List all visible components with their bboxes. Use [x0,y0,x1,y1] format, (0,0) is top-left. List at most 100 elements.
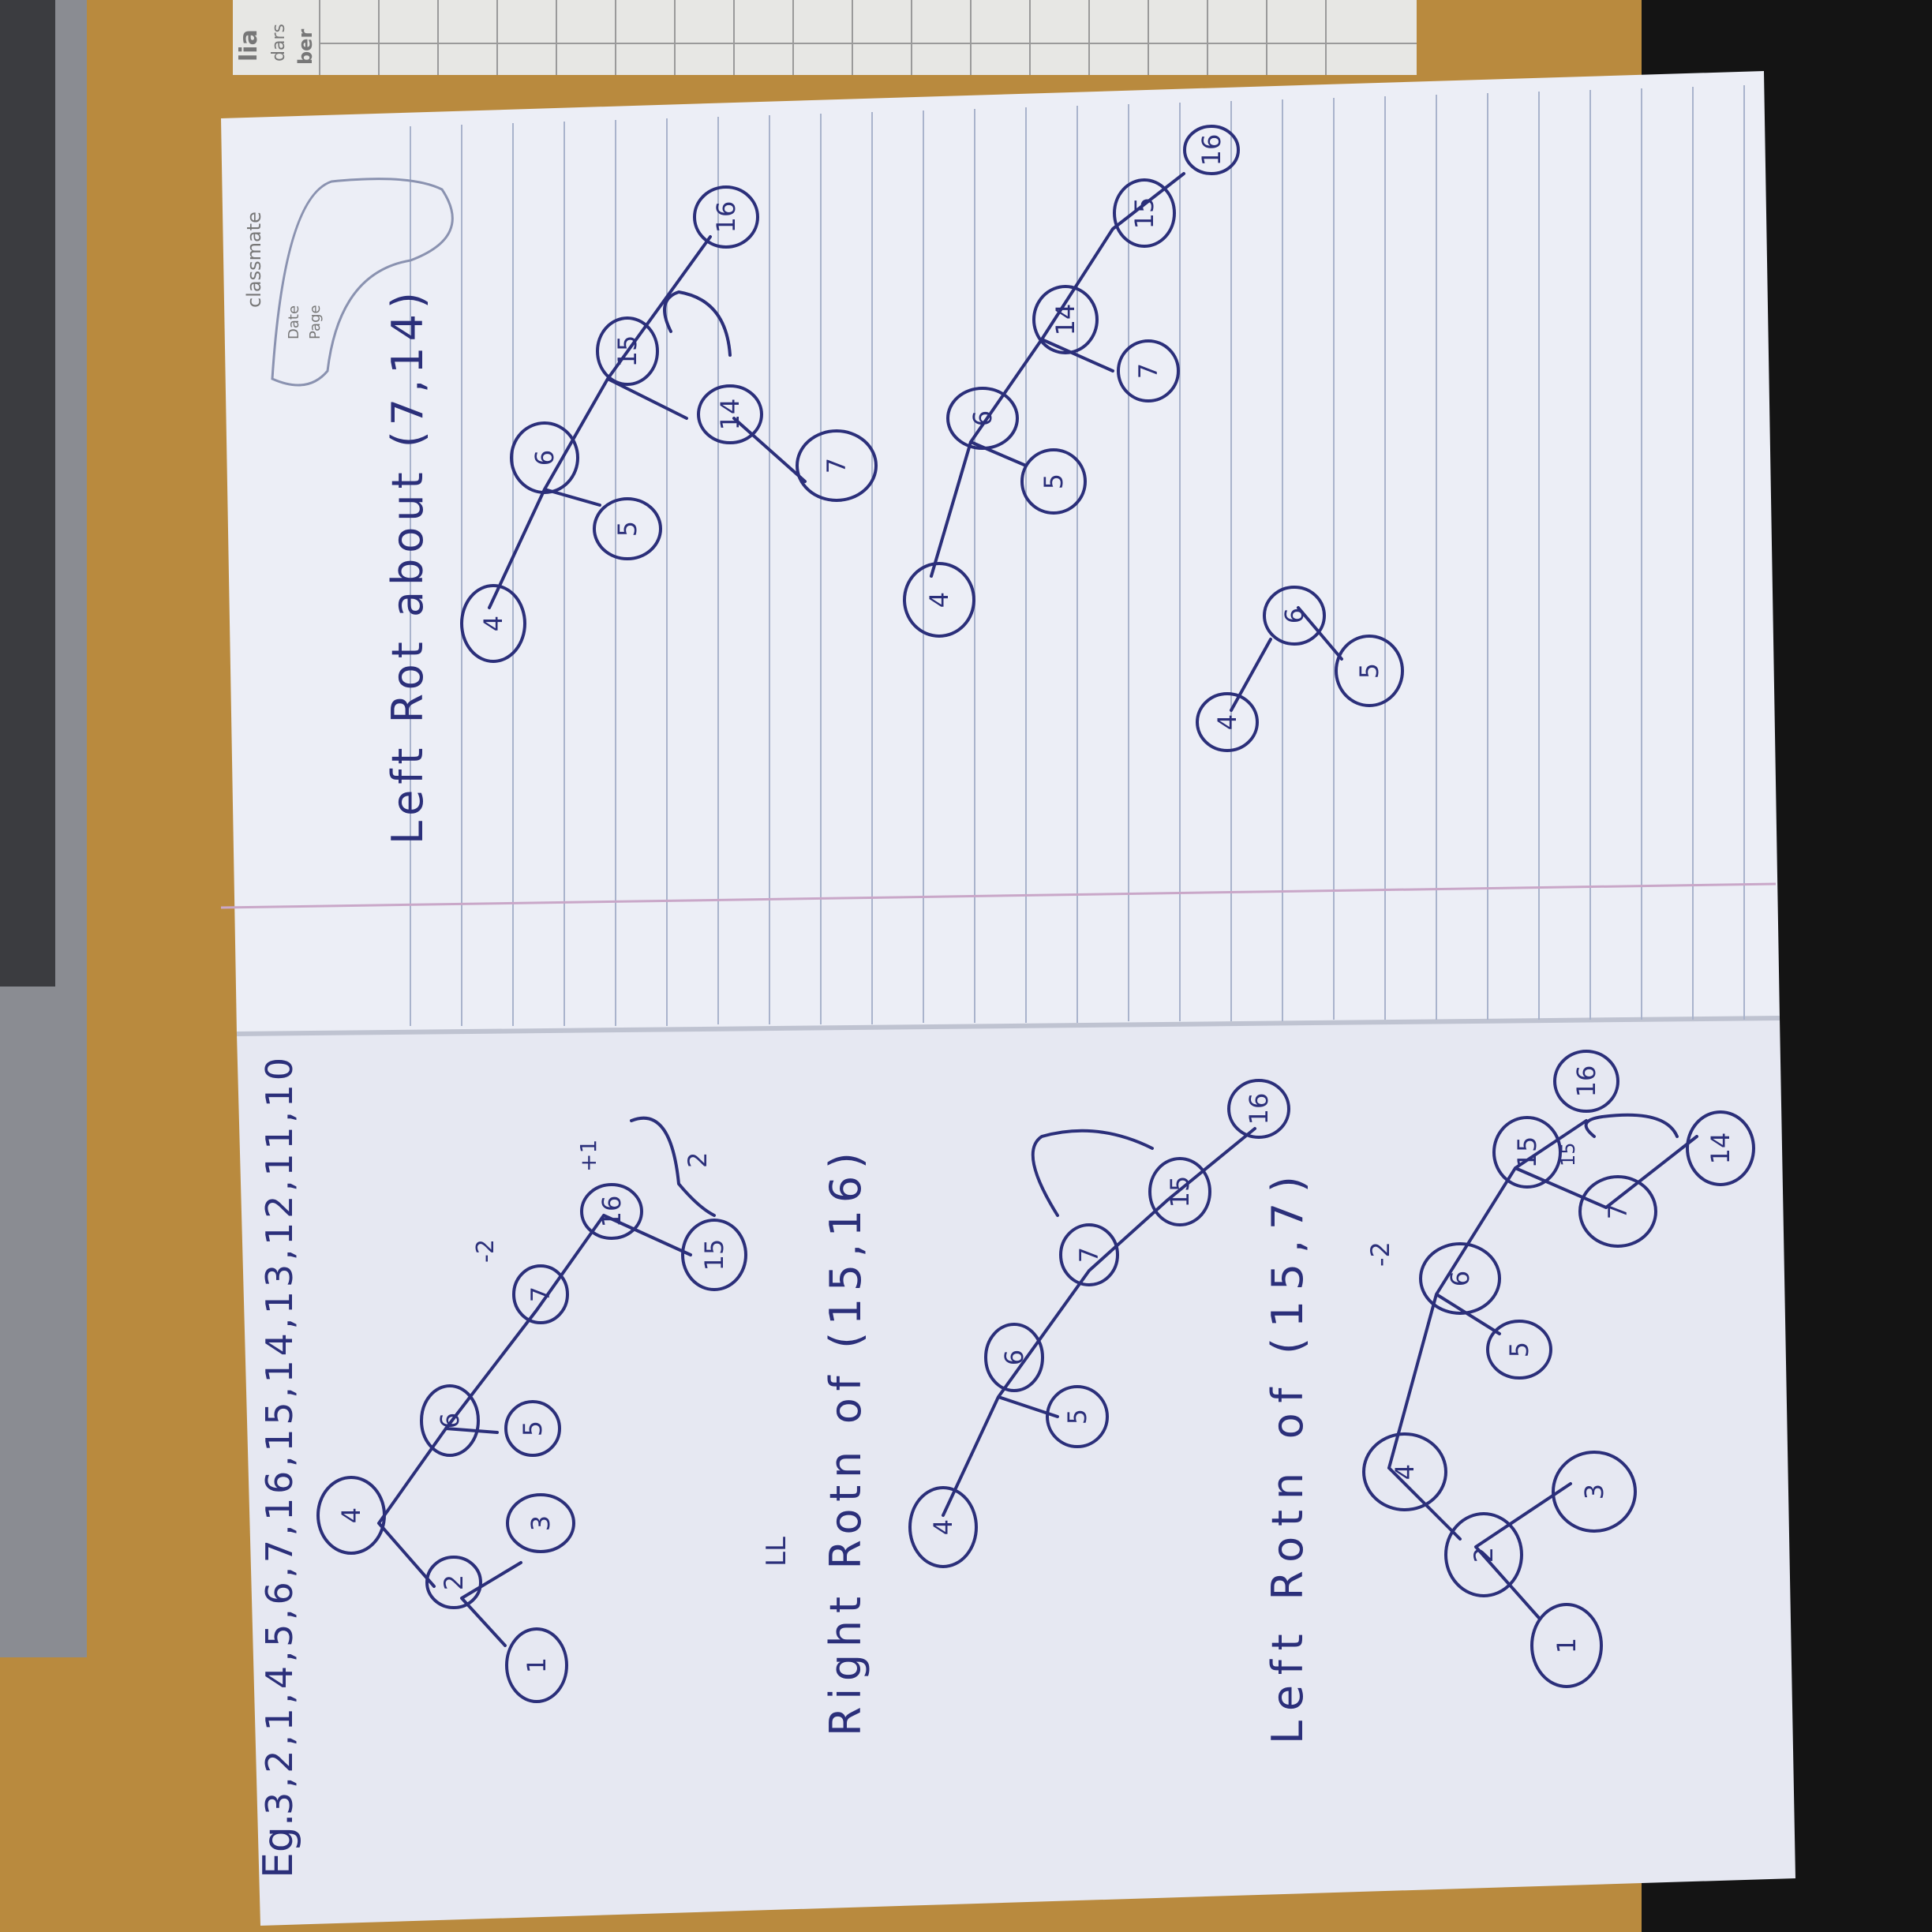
tree2-node-5: 5 [1046,1385,1109,1448]
tree1-rotation-arrow [630,1116,716,1217]
tree4-node-16: 16 [693,185,759,249]
svg-text:2: 2 [1469,1547,1499,1563]
tree1-node-5: 5 [504,1400,561,1457]
tree5-node-7: 7 [1117,339,1180,402]
tree6-node-6: 6 [1263,586,1326,646]
tree3-node-7: 7 [1578,1175,1657,1248]
tree-4: 4 6 5 15 16 14 7 [460,185,878,663]
tree4-node-6: 6 [510,421,579,494]
svg-text:6: 6 [1445,1271,1475,1286]
tree4-node-14: 14 [697,384,763,444]
laptop-edge-dark [0,0,55,987]
eg-label: Eg. [255,1814,302,1878]
svg-text:1: 1 [522,1657,552,1673]
svg-text:4: 4 [924,592,954,608]
tree5-node-16: 16 [1183,125,1240,175]
svg-text:16: 16 [1244,1093,1274,1125]
tree4-rotation-arrow [663,290,732,357]
svg-text:14: 14 [1050,304,1080,336]
tree3-node-6: 6 [1419,1242,1501,1315]
tree2-node-4: 4 [908,1486,978,1568]
svg-text:16: 16 [1571,1065,1601,1098]
svg-text:2: 2 [439,1574,469,1590]
ruled-lines [410,85,1745,1026]
svg-text:7: 7 [1074,1247,1104,1263]
svg-text:5: 5 [1354,663,1384,679]
tree3-node-14: 14 [1686,1110,1755,1186]
tree5-node-4: 4 [903,562,975,638]
tree4-node-5: 5 [593,497,662,560]
right-page [221,71,1780,1034]
tree1-node-3: 3 [506,1493,575,1553]
svg-text:5: 5 [612,521,642,537]
tree5-node-6: 6 [946,387,1019,450]
svg-text:6: 6 [1279,608,1309,623]
svg-text:5: 5 [1504,1342,1534,1357]
tree4-node-15: 15 [596,316,659,386]
tree1-node-1: 1 [505,1627,568,1703]
tree5-node-14: 14 [1032,285,1099,354]
svg-text:1: 1 [1552,1638,1582,1653]
tree5-node-15: 15 [1113,178,1176,248]
caption-left-rot-about: Left Rot about (7,14) [383,292,432,844]
margin-line [220,882,1777,909]
svg-text:5: 5 [1062,1409,1092,1425]
classmate-stamp: classmate Date Page [243,178,454,387]
svg-text:4: 4 [928,1519,958,1535]
svg-text:16: 16 [711,201,741,234]
svg-text:4: 4 [478,616,508,631]
printed-form [233,0,1417,75]
tree6-node-4: 4 [1196,692,1259,752]
tree2-node-7: 7 [1059,1223,1119,1286]
svg-text:6: 6 [999,1350,1029,1365]
tree2-node-15: 15 [1148,1157,1211,1226]
form-text-dars: dars [269,24,289,62]
form-text-lia: lia [235,29,263,62]
svg-text:16: 16 [597,1196,627,1228]
tree3-node-15: 15 [1492,1116,1562,1189]
form-grid [319,0,1417,75]
tree3-rotation-arrow [1584,1113,1679,1138]
tree1-node-2: 2 [425,1556,482,1609]
tree3-node-16: 16 [1553,1050,1619,1113]
svg-text:5: 5 [1039,474,1069,489]
tree-6: 4 6 5 [1196,586,1404,752]
svg-text:6: 6 [435,1413,465,1428]
tree3-node-3: 3 [1552,1451,1637,1533]
tree6-node-5: 5 [1335,635,1404,707]
tree3-node-5: 5 [1486,1320,1552,1380]
svg-text:14: 14 [1705,1133,1735,1165]
caption-ll-mark: LL [761,1537,792,1567]
svg-text:7: 7 [526,1286,556,1302]
form-text-ber: ber [294,29,316,65]
tree1-node-16: 16 [580,1183,643,1240]
tree1-node-15: 15 [681,1219,747,1291]
caption-left-rotation: Left Rotn of (15,7) [1263,1176,1312,1744]
svg-text:7: 7 [1133,363,1163,379]
bf-6: -2 [1365,1241,1395,1267]
svg-text:5: 5 [518,1421,548,1436]
caption-right-rotation: Right Rotn of (15,16) [821,1152,871,1736]
right-page-content: Left Rot about (7,14) 4 6 5 15 16 14 7 4… [383,125,1404,844]
tree3-node-1: 1 [1530,1603,1603,1688]
svg-text:14: 14 [715,399,745,431]
svg-text:4: 4 [1390,1464,1420,1480]
svg-text:6: 6 [530,450,560,466]
tree1-node-6: 6 [420,1384,480,1457]
tree2-rotation-arrow [1031,1129,1154,1217]
tree4-node-4: 4 [460,584,526,663]
bf-note: 2 [683,1152,713,1168]
left-page-content: Eg. 3,2,1,4,5,6,7,16,15,14,13,12,11,10 -… [255,1050,1755,1878]
tree4-node-7: 7 [796,429,878,502]
tree2-node-16: 16 [1227,1079,1290,1139]
tree3-node-4: 4 [1362,1432,1447,1511]
svg-text:7: 7 [822,458,852,474]
insertion-sequence: 3,2,1,4,5,6,7,16,15,14,13,12,11,10 [258,1058,301,1815]
tree-1: -2 +1 2 4 2 3 1 6 5 7 16 15 [316,1116,747,1703]
svg-text:15: 15 [1129,197,1159,230]
svg-text:3: 3 [1579,1484,1609,1500]
svg-text:4: 4 [336,1507,366,1523]
tree5-node-5: 5 [1020,448,1087,515]
brand-text: classmate [243,212,265,308]
